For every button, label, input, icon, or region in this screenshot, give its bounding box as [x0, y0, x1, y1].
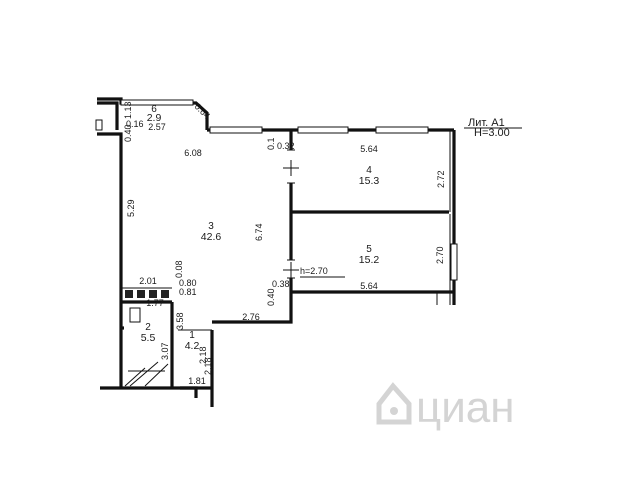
dim-step-width: 2.76: [242, 312, 260, 322]
dim-room4-height: 2.72: [436, 170, 446, 188]
dim-partition-top: 0.1: [266, 137, 276, 150]
room-1-area: 4.2: [185, 340, 200, 352]
room-3-area: 42.6: [201, 231, 222, 243]
cian-logo-icon: [376, 382, 412, 425]
dim-col-b: 0.40: [266, 288, 276, 306]
plan-liter: Лит. А1: [468, 117, 505, 129]
dim-hall-right: 6.74: [254, 223, 264, 241]
dim-balcony-width: 2.57: [148, 122, 166, 132]
dim-partition-a: 0.32: [277, 141, 295, 151]
dim-bath-v2: 3.07: [160, 342, 170, 360]
dim-bath-a: 0.08: [174, 260, 184, 278]
plan-height: Н=3.00: [474, 127, 510, 139]
room-6-number: 6: [151, 104, 157, 115]
dim-bath-v1: 3.58: [175, 312, 185, 330]
dim-balcony-corner: 0.64: [193, 101, 212, 120]
dim-corr-height: 2.18: [198, 346, 208, 364]
window-room4-a: [297, 126, 349, 134]
room-3-number: 3: [208, 221, 214, 232]
interior-partitions: [121, 130, 449, 388]
dim-balcony-left-c: 0.16: [126, 119, 144, 129]
dim-bath-c: 0.81: [179, 287, 197, 297]
wall-details: [124, 102, 451, 398]
window-room5: [450, 243, 458, 281]
dim-bath-inner: 1.77: [146, 298, 164, 308]
windows: [95, 99, 458, 281]
room-1-number: 1: [189, 330, 195, 341]
window-left-a: [95, 119, 103, 131]
dim-corr-bottom: 1.81: [188, 376, 206, 386]
window-balcony: [120, 99, 194, 106]
dim-hall-top: 6.08: [184, 148, 202, 158]
dim-balcony-left-a: 1.13: [123, 101, 133, 119]
window-room4-b: [375, 126, 429, 134]
dim-room5-height: 2.70: [435, 246, 445, 264]
dim-corr-v: 2.18: [203, 357, 213, 375]
room-6-area: 2.9: [147, 112, 162, 124]
room-4-area: 15.3: [359, 175, 380, 187]
dim-hall-left: 5.29: [126, 199, 136, 217]
room-2-area: 5.5: [141, 332, 156, 344]
window-room3: [209, 126, 263, 134]
dim-balcony-left-b: 0.40: [123, 124, 133, 142]
room-5-number: 5: [366, 244, 372, 255]
room-5-area: 15.2: [359, 254, 380, 266]
room-2-number: 2: [145, 322, 151, 333]
room-4-number: 4: [366, 165, 372, 176]
watermark-text: циан: [416, 383, 515, 432]
dim-col-a: 0.38: [272, 279, 290, 289]
ceiling-height: h=2.70: [300, 266, 328, 276]
cian-watermark: циан: [376, 382, 515, 432]
dim-room4-width: 5.64: [360, 144, 378, 154]
dim-bath-b: 0.80: [179, 278, 197, 288]
dim-room5-width: 5.64: [360, 281, 378, 291]
dim-bath-top: 2.01: [139, 276, 157, 286]
